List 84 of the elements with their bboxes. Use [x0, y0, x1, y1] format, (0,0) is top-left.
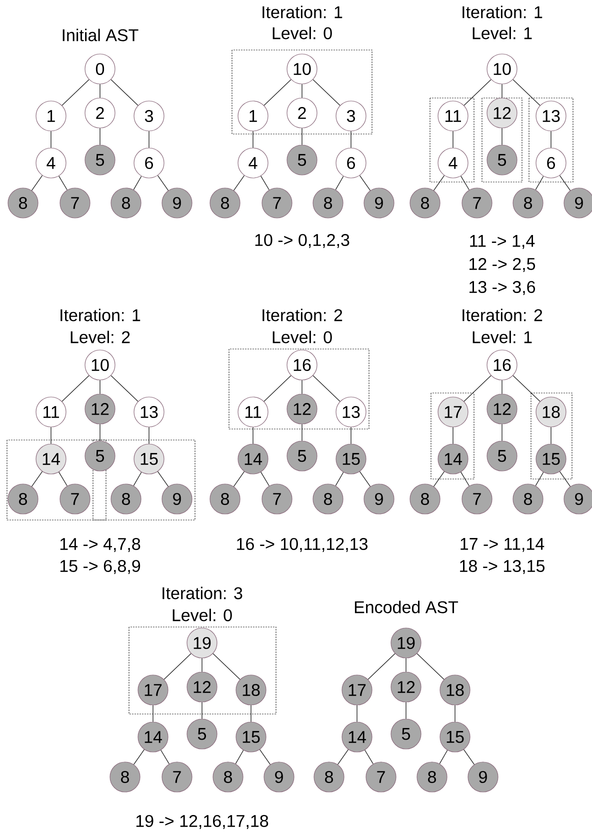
caption-text: 13 -> 3,6	[470, 280, 536, 296]
tree-edge	[356, 704, 358, 722]
tree-edge	[133, 176, 142, 190]
tree-edge	[335, 176, 344, 190]
tree-edge	[133, 749, 145, 765]
tree-edge	[350, 426, 352, 444]
tree-edge	[260, 472, 270, 486]
tree-edge	[433, 471, 445, 487]
tree-edge	[464, 375, 492, 402]
tree-edge	[58, 472, 68, 486]
caption-text: Iteration: 2	[462, 308, 542, 322]
tree-edge	[535, 472, 544, 486]
tree-edge	[550, 130, 552, 148]
tree-edge	[252, 426, 254, 444]
caption-text: Iteration: 3	[162, 586, 242, 600]
tree-edge	[368, 653, 396, 680]
tree-edge	[350, 130, 352, 148]
tree-edge	[512, 375, 540, 402]
tree-edge	[233, 175, 245, 191]
tree-edge	[559, 471, 571, 487]
tree-edge	[252, 130, 254, 148]
tree-edge	[148, 426, 150, 444]
tree-edge	[152, 704, 154, 722]
tree-edge	[233, 471, 245, 487]
tree-edge	[157, 471, 169, 487]
tree-edge	[439, 750, 448, 764]
tree-edge	[512, 79, 540, 106]
caption-text: Level: 1	[472, 330, 532, 344]
tree-edge	[50, 130, 52, 148]
caption-text: 10 -> 0,1,2,3	[255, 234, 350, 248]
tree-edge	[359, 471, 371, 487]
caption-text: 17 -> 11,14	[460, 538, 544, 552]
caption-text: Level: 2	[70, 330, 130, 344]
tree-edge	[250, 704, 252, 722]
tree-edge	[50, 426, 52, 444]
caption-text: 15 -> 6,8,9	[60, 560, 140, 574]
caption-text: 14 -> 4,7,8	[60, 538, 140, 552]
tree-edge	[452, 130, 454, 148]
tree-edge	[58, 176, 68, 190]
tree-edge	[452, 426, 454, 444]
tree-edge	[133, 472, 142, 486]
caption-text: Iteration: 1	[262, 6, 342, 18]
caption-text: 19 -> 12,16,17,18	[136, 814, 268, 830]
tree-edge	[260, 176, 270, 190]
tree-edge	[212, 653, 240, 680]
caption-text: Iteration: 2	[262, 308, 342, 322]
caption-text: Iteration: 1	[60, 308, 140, 322]
caption-text: Level: 0	[272, 330, 332, 344]
tree-edge	[110, 375, 138, 402]
tree-edge	[157, 175, 169, 191]
caption-text: 18 -> 13,15	[460, 560, 544, 574]
tree-edge	[235, 750, 244, 764]
caption-text: 11 -> 1,4	[470, 235, 535, 249]
tree-edge	[62, 79, 90, 106]
tree-edge	[454, 704, 456, 722]
caption-text: Iteration: 1	[462, 6, 542, 18]
caption-text: Level: 0	[172, 608, 232, 622]
tree-edge	[164, 653, 192, 680]
tree-edge	[337, 749, 349, 765]
tree-edge	[264, 375, 292, 402]
tree-edge	[31, 471, 43, 487]
tree-edge	[110, 79, 138, 106]
caption-text: 12 -> 2,5	[470, 258, 536, 272]
tree-edge	[460, 472, 470, 486]
tree-edge	[259, 749, 271, 765]
caption-text: 16 -> 10,11,12,13	[237, 538, 368, 552]
tree-edge	[464, 79, 492, 106]
tree-edge	[160, 750, 170, 764]
tree-edge	[364, 750, 374, 764]
tree-edge	[359, 175, 371, 191]
tree-edge	[550, 426, 552, 444]
tree-edge	[31, 175, 43, 191]
tree-edge	[463, 749, 475, 765]
tree-edge	[335, 472, 344, 486]
tree-edge	[559, 175, 571, 191]
tree-edge	[148, 130, 150, 148]
tree-edge	[62, 375, 90, 402]
tree-edge	[535, 176, 544, 190]
tree-edge	[460, 176, 470, 190]
tree-edge	[416, 653, 444, 680]
tree-edge	[433, 175, 445, 191]
tree-edge	[264, 79, 292, 106]
tree-edge	[312, 79, 340, 106]
tree-edge	[312, 375, 340, 402]
